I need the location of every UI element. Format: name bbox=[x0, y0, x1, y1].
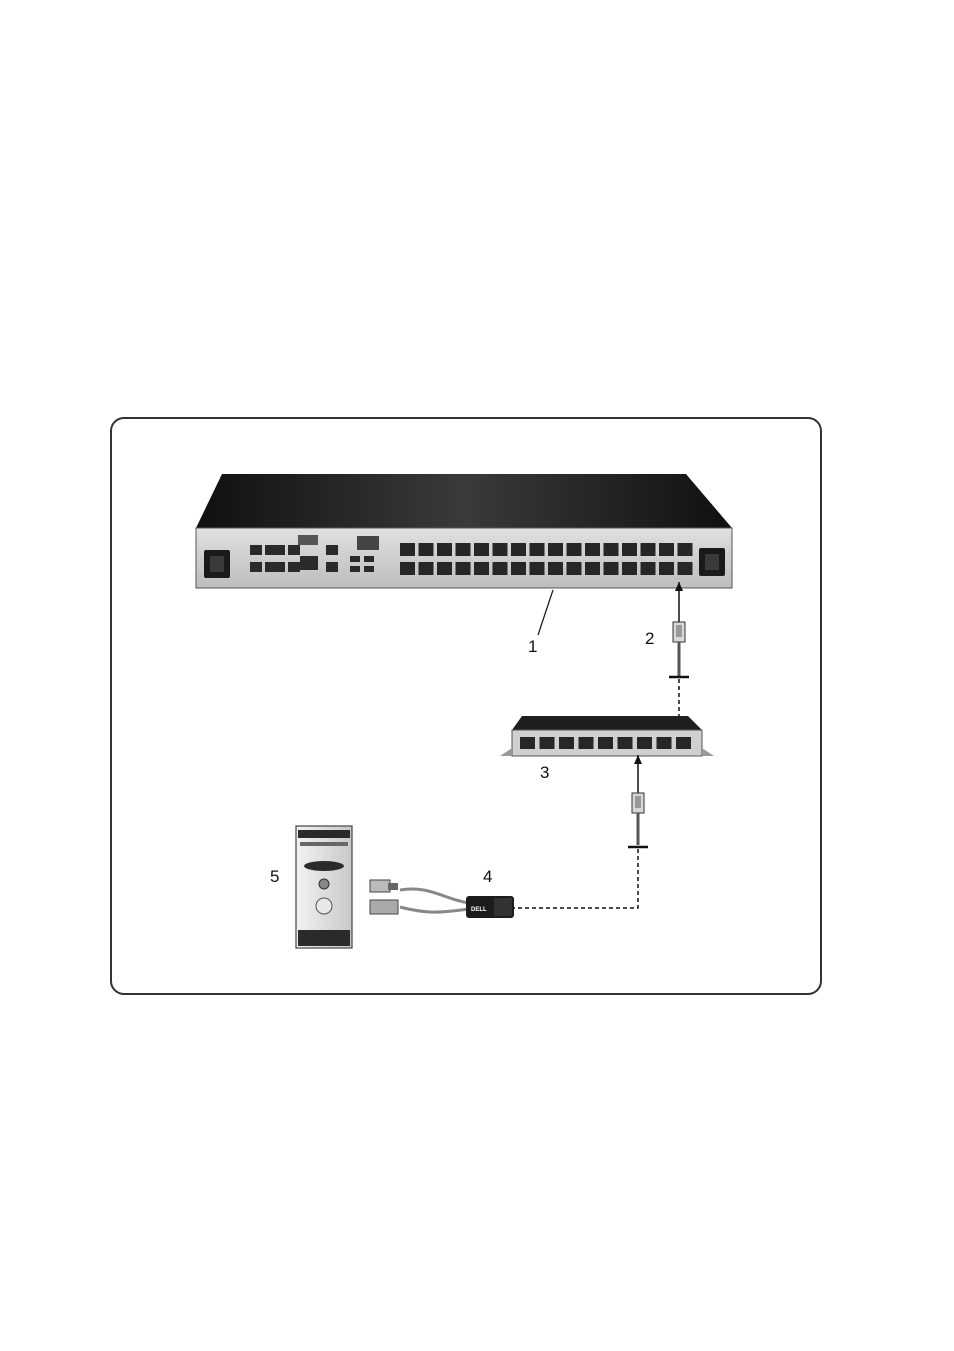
kvm-port bbox=[622, 562, 637, 575]
cable-hub-to-dongle bbox=[512, 755, 648, 908]
kvm-port bbox=[400, 562, 415, 575]
hub-port bbox=[618, 737, 633, 749]
left-power-inlet bbox=[204, 550, 230, 578]
kvm-port bbox=[548, 562, 563, 575]
hub-port bbox=[598, 737, 613, 749]
kvm-port bbox=[659, 562, 674, 575]
kvm-port bbox=[567, 562, 582, 575]
callout-1-leader bbox=[538, 590, 553, 635]
kvm-port bbox=[548, 543, 563, 556]
hub-port bbox=[579, 737, 594, 749]
kvm-port bbox=[456, 543, 471, 556]
kvm-port bbox=[530, 562, 545, 575]
kvm-port bbox=[493, 562, 508, 575]
callout-5: 5 bbox=[270, 867, 279, 886]
ethernet-hub bbox=[500, 716, 714, 756]
right-power-inlet bbox=[699, 548, 725, 576]
hub-port bbox=[540, 737, 555, 749]
kvm-port bbox=[604, 562, 619, 575]
callout-4: 4 bbox=[483, 867, 492, 886]
kvm-port bbox=[641, 562, 656, 575]
hub-ports bbox=[520, 737, 691, 749]
kvm-port bbox=[641, 543, 656, 556]
kvm-port bbox=[493, 543, 508, 556]
callout-2: 2 bbox=[645, 629, 654, 648]
kvm-port bbox=[456, 562, 471, 575]
hub-port bbox=[559, 737, 574, 749]
kvm-port bbox=[604, 543, 619, 556]
kvm-port bbox=[567, 543, 582, 556]
hub-port bbox=[657, 737, 672, 749]
kvm-port bbox=[678, 562, 693, 575]
kvm-port bbox=[419, 543, 434, 556]
hub-port bbox=[676, 737, 691, 749]
kvm-port bbox=[474, 543, 489, 556]
hub-port bbox=[520, 737, 535, 749]
kvm-port bbox=[474, 562, 489, 575]
kvm-port bbox=[437, 543, 452, 556]
kvm-switch bbox=[196, 474, 732, 588]
hub-port bbox=[637, 737, 652, 749]
dell-logo: DELL bbox=[471, 907, 487, 913]
kvm-port bbox=[678, 543, 693, 556]
callout-1: 1 bbox=[528, 637, 537, 656]
kvm-port bbox=[419, 562, 434, 575]
callout-3: 3 bbox=[540, 763, 549, 782]
kvm-port bbox=[585, 543, 600, 556]
kvm-port bbox=[622, 543, 637, 556]
kvm-port bbox=[659, 543, 674, 556]
kvm-port bbox=[511, 543, 526, 556]
kvm-port bbox=[437, 562, 452, 575]
kvm-port bbox=[585, 562, 600, 575]
kvm-port bbox=[530, 543, 545, 556]
server-tower bbox=[296, 826, 352, 948]
kvm-port bbox=[511, 562, 526, 575]
kvm-port bbox=[400, 543, 415, 556]
